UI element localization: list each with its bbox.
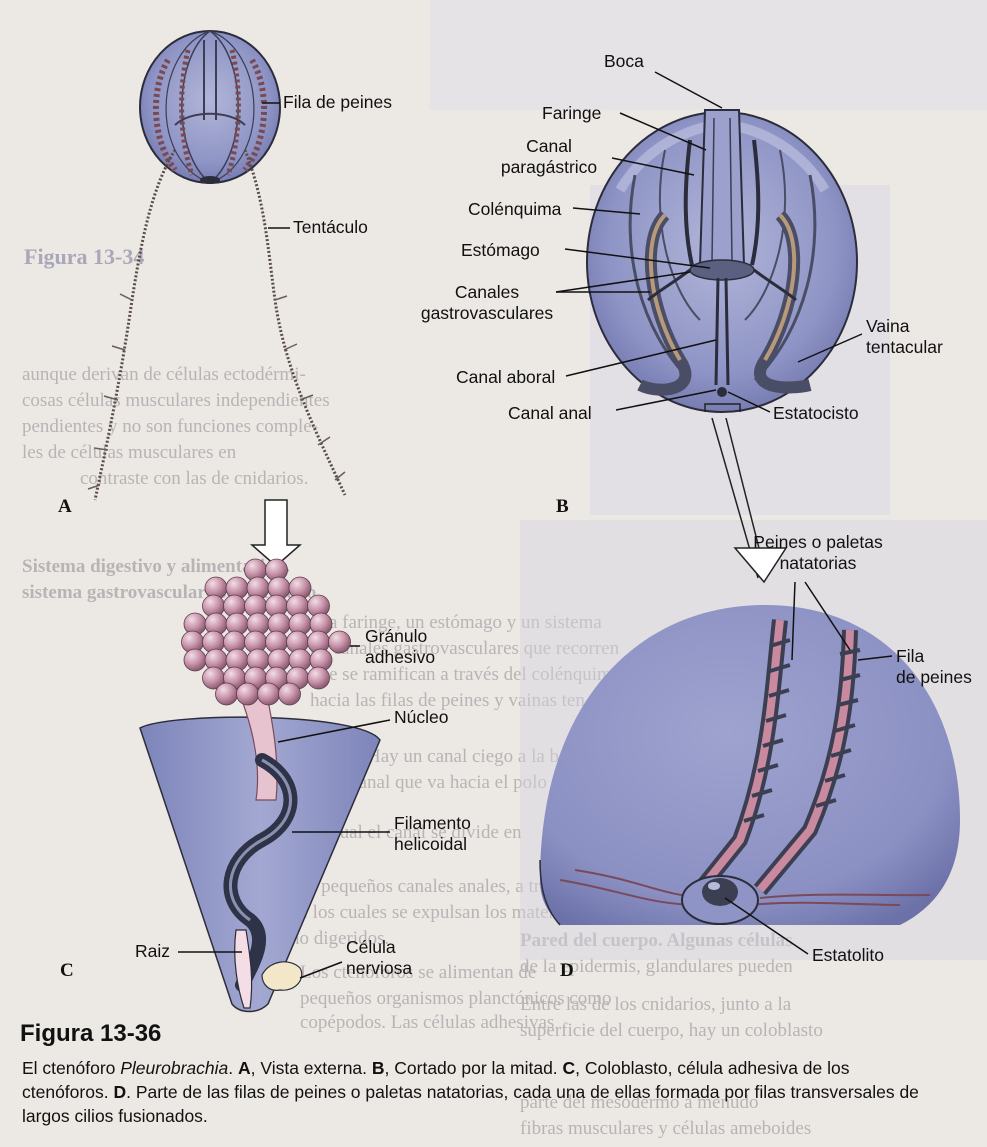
a-aboral-pole [200,176,220,184]
d-statolith [702,878,738,906]
label-filamento-line2: helicoidal [394,834,471,855]
label-raiz: Raiz [135,941,170,962]
label-granulo-line2: adhesivo [365,647,435,668]
adhesive-granule [237,683,259,705]
a-tentacle-right [275,296,345,480]
caption-panel-a: A [238,1058,251,1078]
panel-letter-d: D [560,960,574,982]
adhesive-granule [329,631,351,653]
label-canal-aboral: Canal aboral [456,367,555,388]
caption-text: . Parte de las filas de peines o paletas… [22,1082,919,1126]
panel-letter-b: B [556,496,569,518]
label-estatocisto: Estatocisto [773,403,859,424]
label-canal-line2: paragástrico [484,157,614,178]
c-celula-leader [300,962,342,978]
a-tentacle-left [95,150,175,500]
c-adhesive-granules [182,559,351,705]
label-granulo-adhesivo: Gránulo adhesivo [365,626,435,668]
label-granulo-line1: Gránulo [365,626,435,647]
label-filamento-helicoidal: Filamento helicoidal [394,813,471,855]
figure-title: Figura 13-36 [20,1020,161,1048]
label-colenquima: Colénquima [468,199,561,220]
label-boca: Boca [604,51,644,72]
label-d-fila-line2: de peines [896,667,972,688]
label-peines-line1: Peines o paletas [738,532,898,553]
label-d-fila-line1: Fila [896,646,972,667]
adhesive-granule [308,667,330,689]
panel-letter-a: A [58,496,72,518]
label-nucleo: Núcleo [394,707,448,728]
label-vaina-line2: tentacular [866,337,943,358]
caption-text: El ctenóforo [22,1058,120,1078]
label-estomago: Estómago [461,240,540,261]
a-body [140,31,280,183]
label-estatolito: Estatolito [812,945,884,966]
label-canal-line1: Canal [484,136,614,157]
label-filamento-line1: Filamento [394,813,471,834]
caption-text: . [228,1058,238,1078]
label-canales-gastrovasculares: Canales gastrovasculares [412,282,562,324]
adhesive-granule [184,649,206,671]
label-vaina-tentacular: Vaina tentacular [866,316,943,358]
b-statocyst [717,387,727,397]
label-peines-line2: natatorias [738,553,898,574]
panel-letter-c: C [60,960,74,982]
label-canales-line1: Canales [412,282,562,303]
label-tentaculo: Tentáculo [293,217,368,238]
adhesive-granule [216,683,238,705]
label-canales-line2: gastrovasculares [412,303,562,324]
label-d-fila-de-peines: Fila de peines [896,646,972,688]
caption-text: , Vista externa. [251,1058,372,1078]
a-tentacle-right [245,150,345,495]
caption-panel-b: B [372,1058,385,1078]
label-canal-anal: Canal anal [508,403,592,424]
d-statolith-highlight [708,882,720,890]
label-celula-line2: nerviosa [346,958,412,979]
shade-panel [430,0,987,110]
label-vaina-line1: Vaina [866,316,943,337]
label-peines-paletas: Peines o paletas natatorias [738,532,898,574]
label-celula-nerviosa: Célula nerviosa [346,937,412,979]
caption-panel-d: D [113,1082,126,1102]
caption-text: , Cortado por la mitad. [385,1058,563,1078]
b-stomach [690,260,754,280]
figure-caption: El ctenóforo Pleurobrachia. A, Vista ext… [22,1056,922,1128]
a-tentacle-left [88,294,132,489]
label-faringe: Faringe [542,103,601,124]
label-fila-de-peines: Fila de peines [283,92,392,113]
caption-genus: Pleurobrachia [120,1058,228,1078]
label-celula-line1: Célula [346,937,412,958]
adhesive-granule [258,683,280,705]
adhesive-granule [279,683,301,705]
a-to-c-arrow [252,500,300,566]
b-pharynx [700,110,744,265]
label-canal-paragastrico: Canal paragástrico [484,136,614,178]
caption-panel-c: C [563,1058,576,1078]
